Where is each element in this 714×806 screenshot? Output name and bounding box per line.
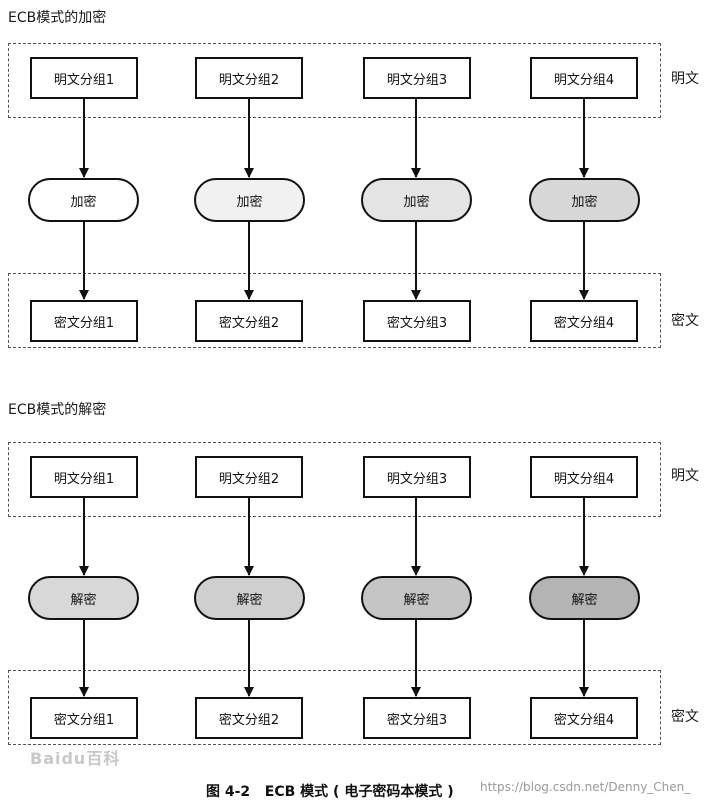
encrypt-ciphertext-label: 密文 <box>671 313 699 329</box>
encrypt-plaintext-group <box>8 43 661 118</box>
encrypt-plaintext-label: 明文 <box>671 71 699 87</box>
encrypt-plaintext-block-2: 明文分组2 <box>195 57 303 99</box>
decrypt-operation-2: 解密 <box>194 576 305 620</box>
baidu-watermark-logo: Baidu百科 <box>30 749 121 768</box>
decrypt-ciphertext-block-2: 密文分组2 <box>195 697 303 739</box>
encrypt-ciphertext-block-3: 密文分组3 <box>363 300 471 342</box>
decrypt-ciphertext-block-1: 密文分组1 <box>30 697 138 739</box>
encrypt-ciphertext-group <box>8 273 661 348</box>
decrypt-ciphertext-label: 密文 <box>671 709 699 725</box>
decrypt-plaintext-block-4: 明文分组4 <box>530 456 638 498</box>
decrypt-ciphertext-group <box>8 670 661 745</box>
decrypt-plaintext-block-2: 明文分组2 <box>195 456 303 498</box>
encrypt-plaintext-block-4: 明文分组4 <box>530 57 638 99</box>
csdn-watermark-url: https://blog.csdn.net/Denny_Chen_ <box>480 780 691 794</box>
decrypt-operation-1: 解密 <box>28 576 139 620</box>
encrypt-operation-1: 加密 <box>28 178 139 222</box>
encrypt-operation-2: 加密 <box>194 178 305 222</box>
decrypt-ciphertext-block-4: 密文分组4 <box>530 697 638 739</box>
decrypt-ciphertext-block-3: 密文分组3 <box>363 697 471 739</box>
encrypt-ciphertext-block-4: 密文分组4 <box>530 300 638 342</box>
decrypt-plaintext-block-1: 明文分组1 <box>30 456 138 498</box>
decrypt-operation-4: 解密 <box>529 576 640 620</box>
encrypt-operation-4: 加密 <box>529 178 640 222</box>
encrypt-operation-3: 加密 <box>361 178 472 222</box>
decrypt-section-title: ECB模式的解密 <box>8 402 107 418</box>
encrypt-plaintext-block-1: 明文分组1 <box>30 57 138 99</box>
encrypt-ciphertext-block-1: 密文分组1 <box>30 300 138 342</box>
encrypt-plaintext-block-3: 明文分组3 <box>363 57 471 99</box>
decrypt-plaintext-block-3: 明文分组3 <box>363 456 471 498</box>
decrypt-operation-3: 解密 <box>361 576 472 620</box>
encrypt-section-title: ECB模式的加密 <box>8 10 107 26</box>
decrypt-plaintext-group <box>8 442 661 517</box>
decrypt-plaintext-label: 明文 <box>671 468 699 484</box>
figure-caption: 图 4-2 ECB 模式 ( 电子密码本模式 ) <box>206 784 454 800</box>
encrypt-ciphertext-block-2: 密文分组2 <box>195 300 303 342</box>
